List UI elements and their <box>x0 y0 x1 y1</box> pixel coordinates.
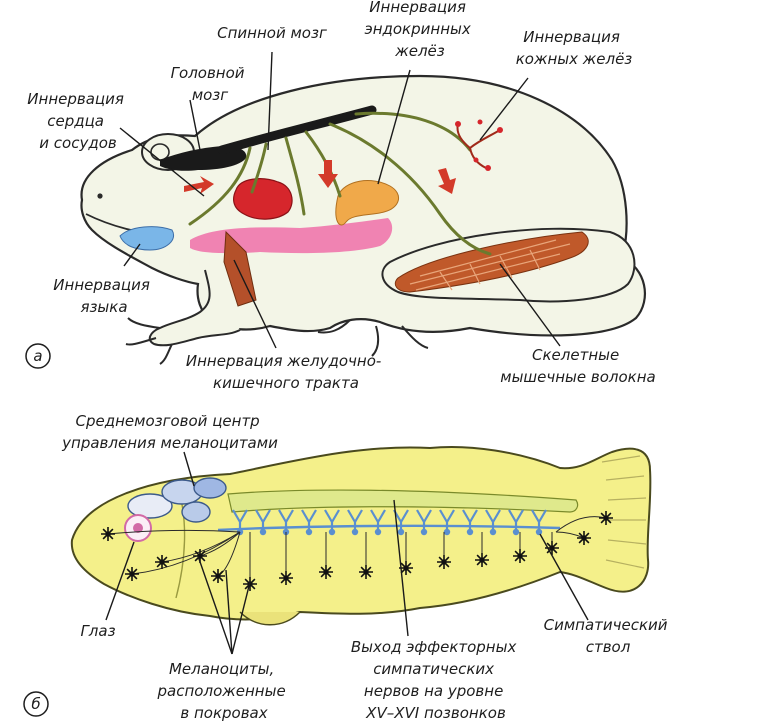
fish-spinal-cord <box>227 489 579 513</box>
label-gut-innervation: Иннервация желудочно- кишечного тракта <box>186 352 386 392</box>
label-effector-exit: Выход эффекторных симпатических нервов н… <box>351 638 521 722</box>
melanocyte-core-16 <box>603 515 609 521</box>
fish-eye <box>124 514 152 542</box>
ganglion-node-10 <box>443 528 451 536</box>
fish-brain <box>127 477 227 523</box>
ganglion-node-12 <box>489 528 497 536</box>
label-sympathetic-trunk: Симпатический ствол <box>544 616 673 656</box>
frog-muscle-fibres <box>409 239 571 291</box>
fish-illustration <box>70 445 652 626</box>
melanocyte-5 <box>211 569 225 583</box>
fish-labels: Среднемозговой центр управления меланоци… <box>61 412 673 722</box>
melanocyte-12 <box>475 553 489 567</box>
melanocyte-core-1 <box>105 531 111 537</box>
arrow-gland <box>318 160 338 188</box>
melanocyte-core-13 <box>517 553 523 559</box>
ganglion-node-11 <box>466 528 474 536</box>
ganglion-node-4 <box>305 528 313 536</box>
panel-a-marker: а <box>25 343 51 369</box>
melanocyte-16 <box>599 511 613 525</box>
melanocyte-core-12 <box>479 557 485 563</box>
melanocyte-2 <box>125 567 139 581</box>
frog-front-toes <box>125 317 173 365</box>
frog-nostril <box>97 193 103 199</box>
melanocyte-1 <box>101 527 115 541</box>
melanocyte-core-8 <box>323 569 329 575</box>
svg-text:а: а <box>33 347 42 365</box>
frog-labels: Спинной мозг Головной мозг Иннервация се… <box>27 0 655 392</box>
melanocyte-15 <box>577 531 591 545</box>
label-eye: Глаз <box>80 622 115 640</box>
arrow-heart <box>184 176 214 194</box>
ganglion-node-13 <box>512 528 520 536</box>
label-heart-innervation: Иннервация сердца и сосудов <box>27 90 128 152</box>
frog-hind-foot <box>317 319 429 357</box>
label-midbrain-center: Среднемозговой центр управления меланоци… <box>61 412 278 452</box>
melanocyte-6 <box>243 577 257 591</box>
ganglion-node-5 <box>328 528 336 536</box>
frog-heart <box>233 178 293 220</box>
label-tongue-innervation: Иннервация языка <box>53 276 154 316</box>
fish-tail-rays <box>601 455 647 569</box>
panel-b-marker: б <box>23 691 49 717</box>
melanocyte-core-14 <box>549 545 555 551</box>
melanocyte-11 <box>437 555 451 569</box>
ganglion-node-2 <box>259 528 267 536</box>
melanocyte-group <box>101 511 613 591</box>
melanocyte-10 <box>399 561 413 575</box>
melanocyte-7 <box>279 571 293 585</box>
label-melanocytes: Меланоциты, расположенные в покровах <box>157 660 291 722</box>
melanocyte-nerve-4 <box>199 531 241 557</box>
frog-skin-gland-dots <box>455 119 503 171</box>
melanocyte-nerve-1 <box>107 529 241 535</box>
melanocyte-core-2 <box>129 571 135 577</box>
label-skeletal-muscle: Скелетные мышечные волокна <box>500 346 655 386</box>
melanocyte-13 <box>513 549 527 563</box>
melanocyte-core-7 <box>283 575 289 581</box>
melanocyte-9 <box>359 565 373 579</box>
melanocyte-core-15 <box>581 535 587 541</box>
label-skin-innervation: Иннервация кожных желёз <box>516 28 633 68</box>
sympathetic-chain <box>217 509 561 536</box>
frog-gut-muscle <box>223 230 257 307</box>
svg-text:б: б <box>31 695 40 713</box>
fish-body <box>70 445 652 621</box>
melanocyte-8 <box>319 565 333 579</box>
melanocyte-core-3 <box>159 559 165 565</box>
label-brain: Головной мозг <box>171 64 250 104</box>
frog-leader-lines <box>119 51 561 349</box>
melanocyte-3 <box>155 555 169 569</box>
melanocyte-core-9 <box>363 569 369 575</box>
label-spinal-cord: Спинной мозг <box>217 24 327 42</box>
melanocyte-nerve-2 <box>131 531 241 575</box>
frog-signal-arrows <box>184 160 456 194</box>
melanocyte-nerve-3 <box>161 531 241 563</box>
fish-leader-lines <box>105 451 589 655</box>
melanocyte-core-11 <box>441 559 447 565</box>
label-endocrine-innervation: Иннервация эндокринных желёз <box>364 0 475 60</box>
frog-gut <box>190 218 393 254</box>
melanocyte-4 <box>193 549 207 563</box>
melanocyte-core-5 <box>215 573 221 579</box>
sympathetic-trunk-line <box>217 524 561 532</box>
frog-endocrine-gland <box>335 180 399 226</box>
frog-front-leg <box>148 269 241 347</box>
melanocyte-core-10 <box>403 565 409 571</box>
ganglion-node-8 <box>397 528 405 536</box>
frog-illustration <box>80 74 646 365</box>
fish-lower-fin <box>239 611 301 626</box>
frog-pupil <box>150 143 170 161</box>
frog-tongue <box>119 226 174 251</box>
ganglion-node-6 <box>351 528 359 536</box>
ganglion-node-7 <box>374 528 382 536</box>
arrow-skin <box>438 168 456 194</box>
frog-spinal-cord <box>217 105 377 155</box>
ganglion-node-9 <box>420 528 428 536</box>
ganglion-node-14 <box>535 528 543 536</box>
